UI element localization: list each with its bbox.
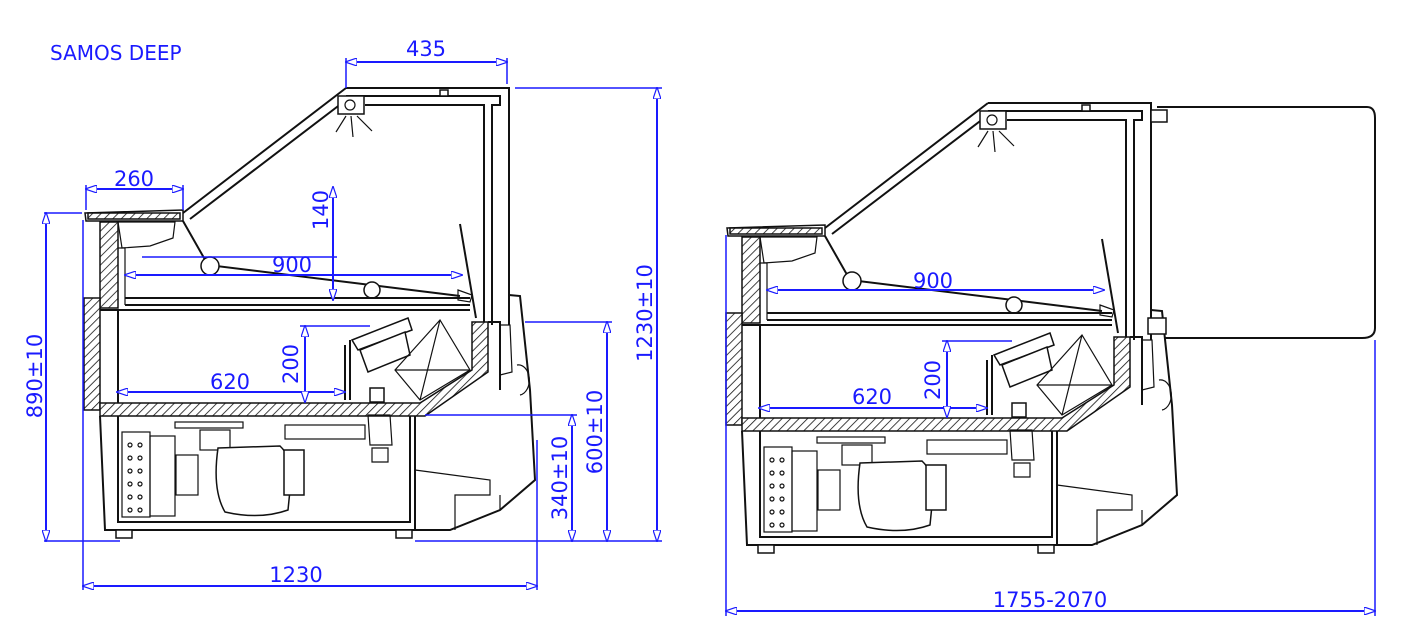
drawing-title: SAMOS DEEP [50, 41, 182, 65]
dimension-lines-right [726, 235, 1375, 616]
dim-shelf-depth: 260 [114, 167, 154, 191]
left-view: 435 260 140 900 620 200 890±10 1230±10 6… [23, 37, 662, 590]
dim-display-height: 200 [921, 360, 945, 400]
dim-base-height: 340±10 [548, 436, 572, 520]
extension-glass-panel [1157, 106, 1376, 339]
dim-display-depth: 620 [210, 370, 250, 394]
dim-total-depth: 1230 [269, 563, 322, 587]
dim-shelf-width: 900 [913, 269, 953, 293]
dimension-lines [44, 58, 662, 590]
dim-counter-height: 600±10 [583, 390, 607, 474]
right-view: 900 620 200 1755-2070 [725, 102, 1376, 616]
cabinet-side-section-extended [725, 102, 1178, 554]
cabinet-side-section [83, 87, 536, 539]
dim-display-height: 200 [279, 344, 303, 384]
dim-shelf-clearance: 140 [309, 190, 333, 230]
dim-display-depth: 620 [852, 385, 892, 409]
dim-total-height: 1230±10 [633, 264, 657, 362]
dim-total-depth-range: 1755-2070 [993, 588, 1107, 612]
dim-canopy-depth: 435 [406, 37, 446, 61]
dim-shelf-width: 900 [272, 253, 312, 277]
dim-front-height: 890±10 [23, 334, 47, 418]
